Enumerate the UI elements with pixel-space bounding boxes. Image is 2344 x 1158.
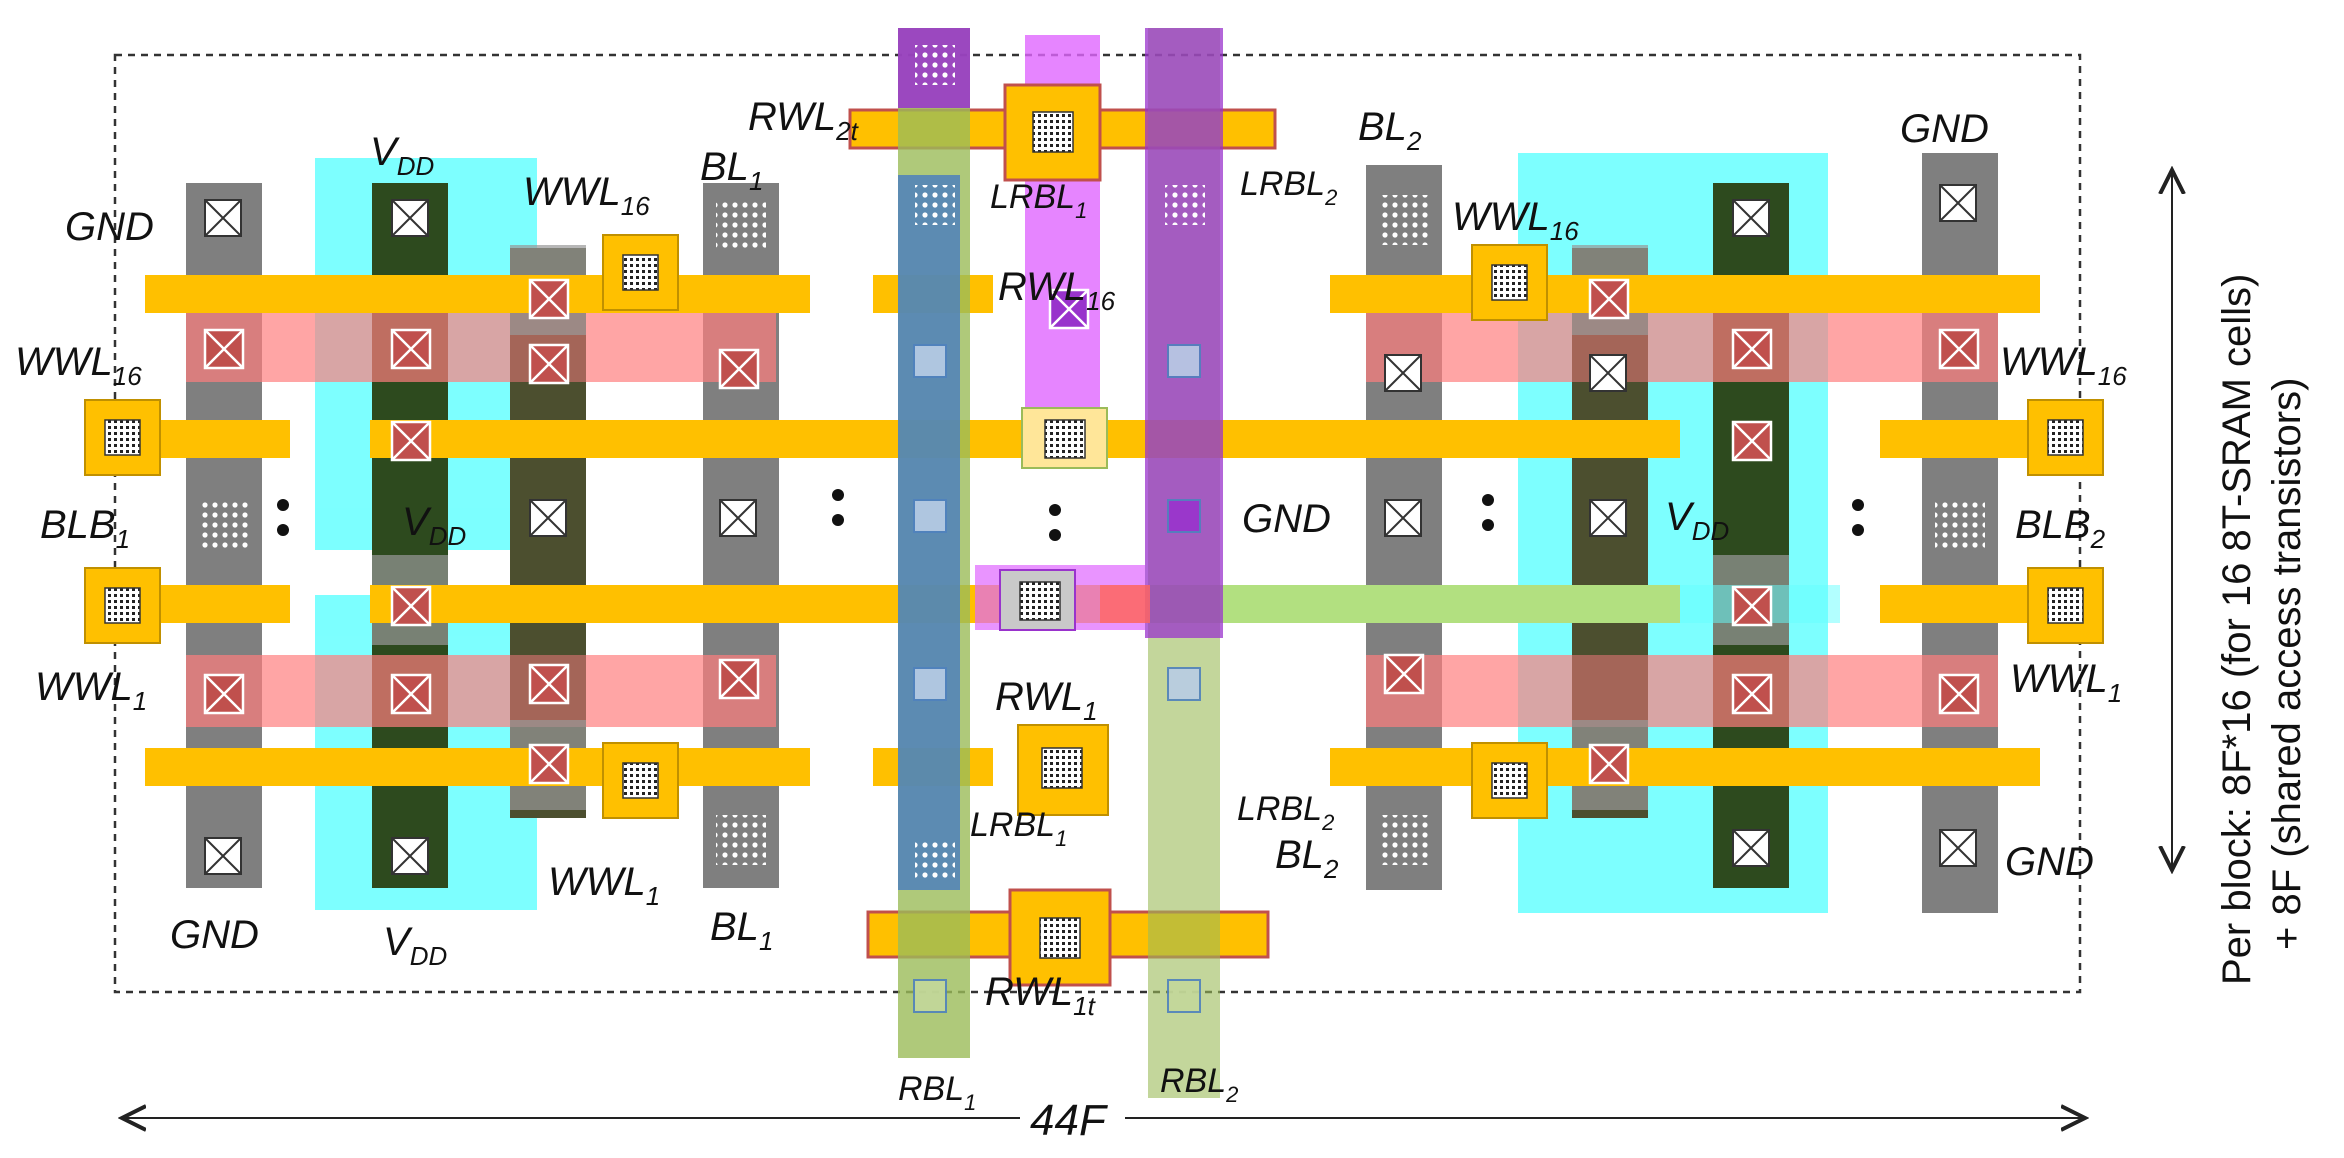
label-rwl-2t: RWL2t (748, 95, 860, 146)
label-vdd-middle-left: VDD (402, 500, 466, 551)
label-blb2: BLB2 (2015, 503, 2106, 554)
caption-line-1: Per block: 8F*16 (for 16 8T-SRAM cells) (2215, 274, 2259, 985)
label-lrbl2-top: LRBL2 (1240, 165, 1337, 210)
label-vdd-middle-right: VDD (1665, 495, 1729, 546)
label-bl1-top: BL1 (700, 145, 763, 196)
label-gnd-middle: GND (1242, 497, 1331, 541)
label-gnd-top-right: GND (1900, 107, 1989, 151)
label-rwl-1t: RWL1t (985, 970, 1097, 1021)
label-vdd-top-left: VDD (370, 130, 434, 181)
label-gnd-bottom-left: GND (170, 913, 259, 957)
label-bl1-bottom: BL1 (710, 905, 773, 956)
label-lrbl2-bot: LRBL2 (1237, 790, 1334, 835)
label-wwl16-left-top: WWL16 (523, 170, 650, 221)
label-rwl16: RWL16 (998, 265, 1116, 316)
via-contacts (84, 45, 2104, 987)
label-rbl2: RBL2 (1160, 1062, 1238, 1107)
layout-labels: RWL2t LRBL1 LRBL2 RWL16 RWL1 LRBL1 LRBL2… (15, 95, 2127, 1115)
label-wwl16-right-side: WWL16 (2000, 340, 2127, 391)
label-wwl1-left-bottom: WWL1 (548, 860, 660, 911)
vertical-caption: Per block: 8F*16 (for 16 8T-SRAM cells) … (2215, 274, 2309, 985)
power-contacts (204, 184, 1977, 1013)
label-width-44f: 44F (1030, 1096, 1108, 1145)
label-bl2-top: BL2 (1358, 105, 1422, 156)
label-lrbl1-top: LRBL1 (990, 178, 1087, 223)
label-wwl1-left-side: WWL1 (35, 665, 147, 716)
label-wwl1-right-side: WWL1 (2010, 657, 2122, 708)
label-gnd-top-left: GND (65, 205, 154, 249)
label-vdd-bottom-left: VDD (383, 920, 447, 971)
ellipsis-markers (277, 489, 1864, 541)
label-wwl16-left-side: WWL16 (15, 340, 142, 391)
label-bl2-bottom: BL2 (1275, 833, 1339, 884)
label-blb1: BLB1 (40, 503, 130, 554)
label-rwl1: RWL1 (995, 675, 1098, 726)
label-rbl1: RBL1 (898, 1070, 976, 1115)
caption-line-2: + 8F (shared access transistors) (2265, 378, 2309, 950)
label-lrbl1-bot: LRBL1 (970, 806, 1067, 851)
contacts (203, 278, 1980, 785)
width-dimension: 44F (122, 1096, 2085, 1145)
cell-block-boundary (113, 53, 2082, 994)
label-gnd-bottom-right: GND (2005, 840, 2094, 884)
label-wwl16-right-top: WWL16 (1452, 195, 1579, 246)
